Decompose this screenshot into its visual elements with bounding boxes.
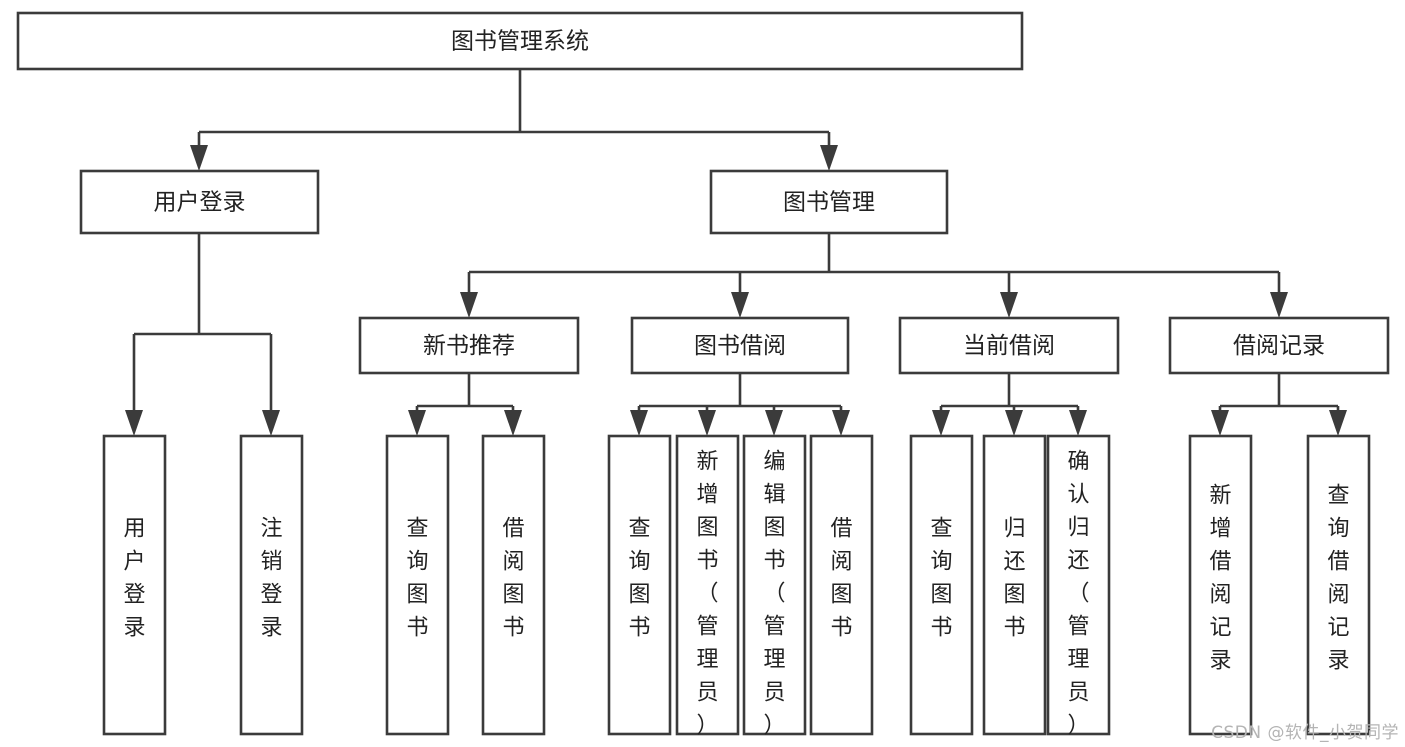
node-borrow-record[interactable]: 借阅记录 xyxy=(1168,316,1390,375)
node-box-leaf-user-login[interactable] xyxy=(102,434,167,736)
node-label-current-borrow: 当前借阅 xyxy=(963,333,1055,359)
node-label-user-login: 用户登录 xyxy=(154,190,246,216)
node-box-leaf-query-record[interactable] xyxy=(1306,434,1371,736)
node-label-leaf-borrow-book: 借阅图书 xyxy=(830,517,852,641)
node-label-leaf-query-book-rec: 查询图书 xyxy=(406,517,428,641)
connector-arrowhead xyxy=(408,410,426,436)
node-leaf-query-book-rec[interactable]: 查询图书 xyxy=(385,434,450,736)
connector-arrowhead xyxy=(932,410,950,436)
node-leaf-add-book[interactable]: 新增图书（管理员） xyxy=(675,434,740,739)
node-new-book-recommend[interactable]: 新书推荐 xyxy=(358,316,580,375)
node-label-leaf-add-record: 新增借阅记录 xyxy=(1209,484,1231,674)
connector-arrowhead xyxy=(1005,410,1023,436)
connector-arrowhead xyxy=(832,410,850,436)
node-box-leaf-borrow-book[interactable] xyxy=(809,434,874,736)
connector-arrowhead xyxy=(820,145,838,171)
node-label-leaf-query-book-borrow: 查询图书 xyxy=(628,517,650,641)
node-leaf-user-login[interactable]: 用户登录 xyxy=(102,434,167,736)
connector-arrowhead xyxy=(698,410,716,436)
node-box-leaf-borrow-book-rec[interactable] xyxy=(481,434,546,736)
node-leaf-confirm-return[interactable]: 确认归还（管理员） xyxy=(1046,434,1111,739)
node-label-leaf-confirm-return: 确认归还（管理员） xyxy=(1067,450,1089,739)
node-box-current-borrow[interactable] xyxy=(898,316,1120,375)
node-label-book-borrow: 图书借阅 xyxy=(694,333,786,359)
node-leaf-user-logout[interactable]: 注销登录 xyxy=(239,434,304,736)
connector-borrow-to-leaves xyxy=(630,373,850,436)
node-leaf-query-record[interactable]: 查询借阅记录 xyxy=(1306,434,1371,736)
node-leaf-query-book-borrow[interactable]: 查询图书 xyxy=(607,434,672,736)
connector-arrowhead xyxy=(262,410,280,436)
node-leaf-return-book[interactable]: 归还图书 xyxy=(982,434,1047,736)
connector-bookmanage-to-level2 xyxy=(460,233,1288,318)
node-box-root[interactable] xyxy=(16,11,1024,71)
node-box-leaf-add-record[interactable] xyxy=(1188,434,1253,736)
connector-arrowhead xyxy=(630,410,648,436)
connector-arrowhead xyxy=(190,145,208,171)
node-book-manage[interactable]: 图书管理 xyxy=(709,169,949,235)
node-box-user-login[interactable] xyxy=(79,169,320,235)
node-label-book-manage: 图书管理 xyxy=(783,190,875,216)
node-label-leaf-borrow-book-rec: 借阅图书 xyxy=(502,517,524,641)
connector-record-to-leaves xyxy=(1211,373,1347,436)
node-box-leaf-return-book[interactable] xyxy=(982,434,1047,736)
connector-arrowhead xyxy=(765,410,783,436)
connector-arrowhead xyxy=(1211,410,1229,436)
node-box-borrow-record[interactable] xyxy=(1168,316,1390,375)
node-box-book-borrow[interactable] xyxy=(630,316,850,375)
node-label-leaf-query-record: 查询借阅记录 xyxy=(1327,484,1349,674)
nodes-layer: 图书管理系统用户登录图书管理新书推荐图书借阅当前借阅借阅记录用户登录注销登录查询… xyxy=(16,11,1390,739)
connector-arrowhead xyxy=(731,292,749,318)
node-label-leaf-user-login: 用户登录 xyxy=(123,517,145,641)
connector-arrowhead xyxy=(1329,410,1347,436)
node-root[interactable]: 图书管理系统 xyxy=(16,11,1024,71)
node-leaf-borrow-book[interactable]: 借阅图书 xyxy=(809,434,874,736)
node-label-leaf-add-book: 新增图书（管理员） xyxy=(696,450,718,739)
node-label-new-book-recommend: 新书推荐 xyxy=(423,333,515,359)
connector-arrowhead xyxy=(1000,292,1018,318)
connector-arrowhead xyxy=(460,292,478,318)
node-box-book-manage[interactable] xyxy=(709,169,949,235)
connector-recommend-to-leaves xyxy=(408,373,522,436)
node-leaf-borrow-book-rec[interactable]: 借阅图书 xyxy=(481,434,546,736)
node-box-leaf-query-book-borrow[interactable] xyxy=(607,434,672,736)
node-book-borrow[interactable]: 图书借阅 xyxy=(630,316,850,375)
connector-userlogin-to-leaves xyxy=(125,233,280,436)
node-box-leaf-user-logout[interactable] xyxy=(239,434,304,736)
node-label-root: 图书管理系统 xyxy=(451,29,589,55)
node-box-new-book-recommend[interactable] xyxy=(358,316,580,375)
node-box-leaf-confirm-return[interactable] xyxy=(1046,434,1111,736)
connector-arrowhead xyxy=(125,410,143,436)
node-leaf-add-record[interactable]: 新增借阅记录 xyxy=(1188,434,1253,736)
csdn-watermark: CSDN @软件_小贺同学 xyxy=(1211,723,1399,743)
node-leaf-edit-book[interactable]: 编辑图书（管理员） xyxy=(742,434,807,739)
connectors-layer xyxy=(125,69,1347,436)
node-box-leaf-add-book[interactable] xyxy=(675,434,740,736)
node-label-leaf-query-book-cur: 查询图书 xyxy=(930,517,952,641)
node-label-leaf-return-book: 归还图书 xyxy=(1003,517,1025,641)
node-user-login[interactable]: 用户登录 xyxy=(79,169,320,235)
node-label-leaf-edit-book: 编辑图书（管理员） xyxy=(763,450,785,739)
node-current-borrow[interactable]: 当前借阅 xyxy=(898,316,1120,375)
connector-root-to-level1 xyxy=(190,69,838,171)
node-label-borrow-record: 借阅记录 xyxy=(1233,333,1325,359)
node-label-leaf-user-logout: 注销登录 xyxy=(260,517,282,641)
connector-arrowhead xyxy=(1069,410,1087,436)
node-box-leaf-edit-book[interactable] xyxy=(742,434,807,736)
node-box-leaf-query-book-cur[interactable] xyxy=(909,434,974,736)
connector-arrowhead xyxy=(1270,292,1288,318)
node-box-leaf-query-book-rec[interactable] xyxy=(385,434,450,736)
node-leaf-query-book-cur[interactable]: 查询图书 xyxy=(909,434,974,736)
connector-arrowhead xyxy=(504,410,522,436)
connector-current-to-leaves xyxy=(932,373,1087,436)
